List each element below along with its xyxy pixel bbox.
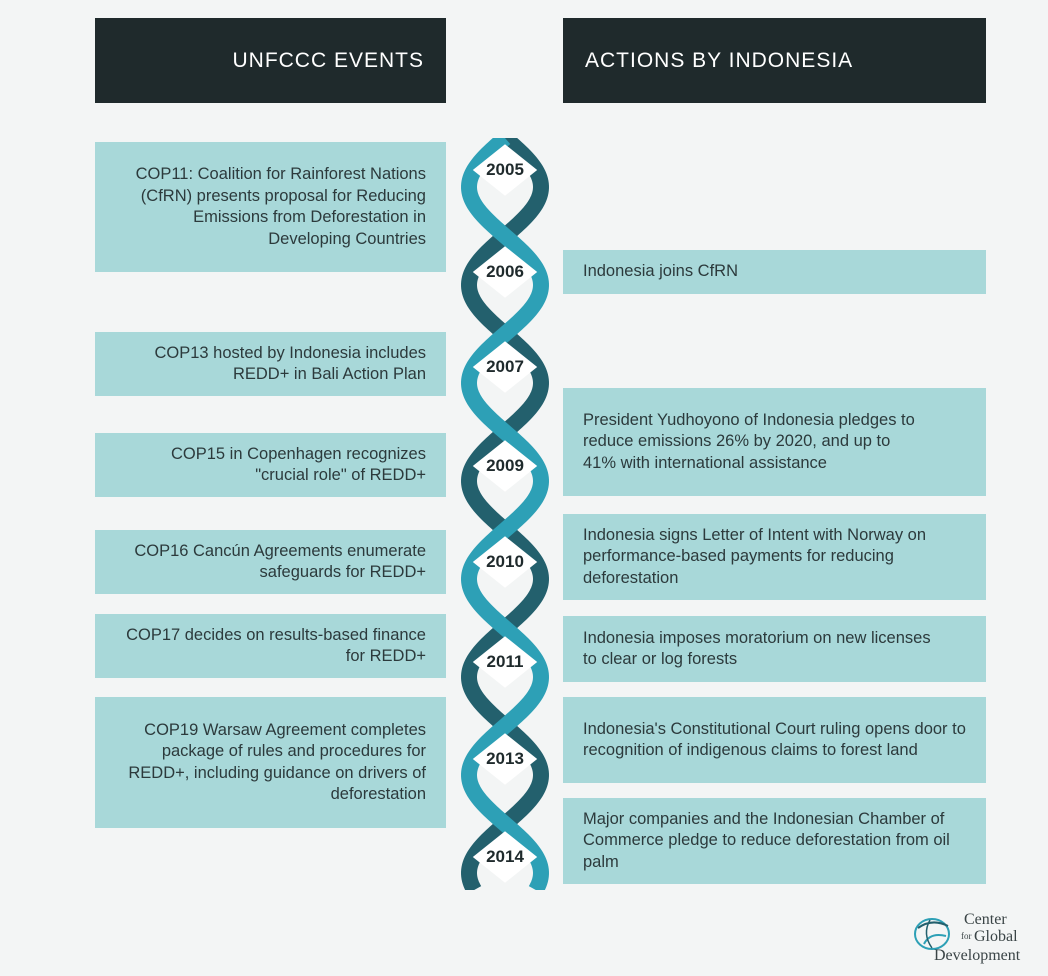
indonesia-action-box: Indonesia signs Letter of Intent with No…: [563, 514, 986, 600]
year-label: 2009: [486, 456, 524, 475]
year-marker: 2006: [469, 246, 541, 298]
unfccc-event-box: COP13 hosted by Indonesia includes REDD+…: [95, 332, 446, 396]
year-label: 2007: [486, 357, 524, 376]
indonesia-action-box: Indonesia joins CfRN: [563, 250, 986, 294]
unfccc-event-box: COP11: Coalition for Rainforest Nations …: [95, 142, 446, 272]
indonesia-action-text: Major companies and the Indonesian Chamb…: [583, 809, 950, 871]
unfccc-event-box: COP17 decides on results-based finance f…: [95, 614, 446, 678]
logo-text-center: Center: [964, 911, 1007, 928]
indonesia-action-text: Indonesia joins CfRN: [583, 262, 738, 281]
indonesia-action-text: President Yudhoyono of Indonesia pledges…: [583, 410, 915, 472]
logo-text-development: Development: [934, 947, 1021, 964]
year-marker: 2010: [469, 536, 541, 588]
year-marker: 2014: [469, 831, 541, 883]
globe-icon: [914, 918, 950, 950]
year-label: 2006: [486, 262, 524, 281]
unfccc-event-text: COP11: Coalition for Rainforest Nations …: [135, 165, 426, 248]
year-marker: 2005: [469, 144, 541, 196]
cgd-logo: Center for Global Development: [912, 910, 1042, 970]
unfccc-events-header: UNFCCC EVENTS: [95, 18, 446, 103]
year-label: 2010: [486, 552, 524, 571]
unfccc-event-text: COP19 Warsaw Agreement completes package…: [128, 720, 426, 804]
unfccc-event-box: COP19 Warsaw Agreement completes package…: [95, 697, 446, 828]
unfccc-event-text: COP17 decides on results-based finance f…: [126, 625, 426, 666]
unfccc-event-text: COP16 Cancún Agreements enumerate safegu…: [134, 541, 426, 582]
indonesia-action-text: Indonesia's Constitutional Court ruling …: [583, 719, 966, 760]
indonesia-action-text: Indonesia imposes moratorium on new lice…: [583, 628, 931, 669]
indonesia-actions-header-label: ACTIONS BY INDONESIA: [585, 48, 854, 72]
indonesia-action-box: President Yudhoyono of Indonesia pledges…: [563, 388, 986, 496]
logo-text-for: for: [961, 931, 972, 941]
indonesia-action-box: Indonesia imposes moratorium on new lice…: [563, 616, 986, 682]
year-marker: 2011: [469, 636, 541, 688]
year-label: 2013: [486, 749, 524, 768]
year-marker: 2013: [469, 733, 541, 785]
year-label: 2005: [486, 160, 524, 179]
unfccc-event-box: COP16 Cancún Agreements enumerate safegu…: [95, 530, 446, 594]
indonesia-action-text: Indonesia signs Letter of Intent with No…: [583, 525, 927, 587]
year-marker: 2009: [469, 440, 541, 492]
unfccc-event-text: COP13 hosted by Indonesia includes REDD+…: [154, 343, 426, 384]
indonesia-action-box: Indonesia's Constitutional Court ruling …: [563, 697, 986, 783]
logo-text-global: Global: [974, 928, 1018, 945]
unfccc-event-box: COP15 in Copenhagen recognizes "crucial …: [95, 433, 446, 497]
unfccc-event-text: COP15 in Copenhagen recognizes "crucial …: [170, 444, 426, 485]
indonesia-actions-header: ACTIONS BY INDONESIA: [563, 18, 986, 103]
year-label: 2011: [486, 652, 524, 671]
unfccc-events-header-label: UNFCCC EVENTS: [232, 48, 424, 72]
indonesia-action-box: Major companies and the Indonesian Chamb…: [563, 798, 986, 884]
year-label: 2014: [486, 847, 524, 866]
year-marker: 2007: [469, 341, 541, 393]
